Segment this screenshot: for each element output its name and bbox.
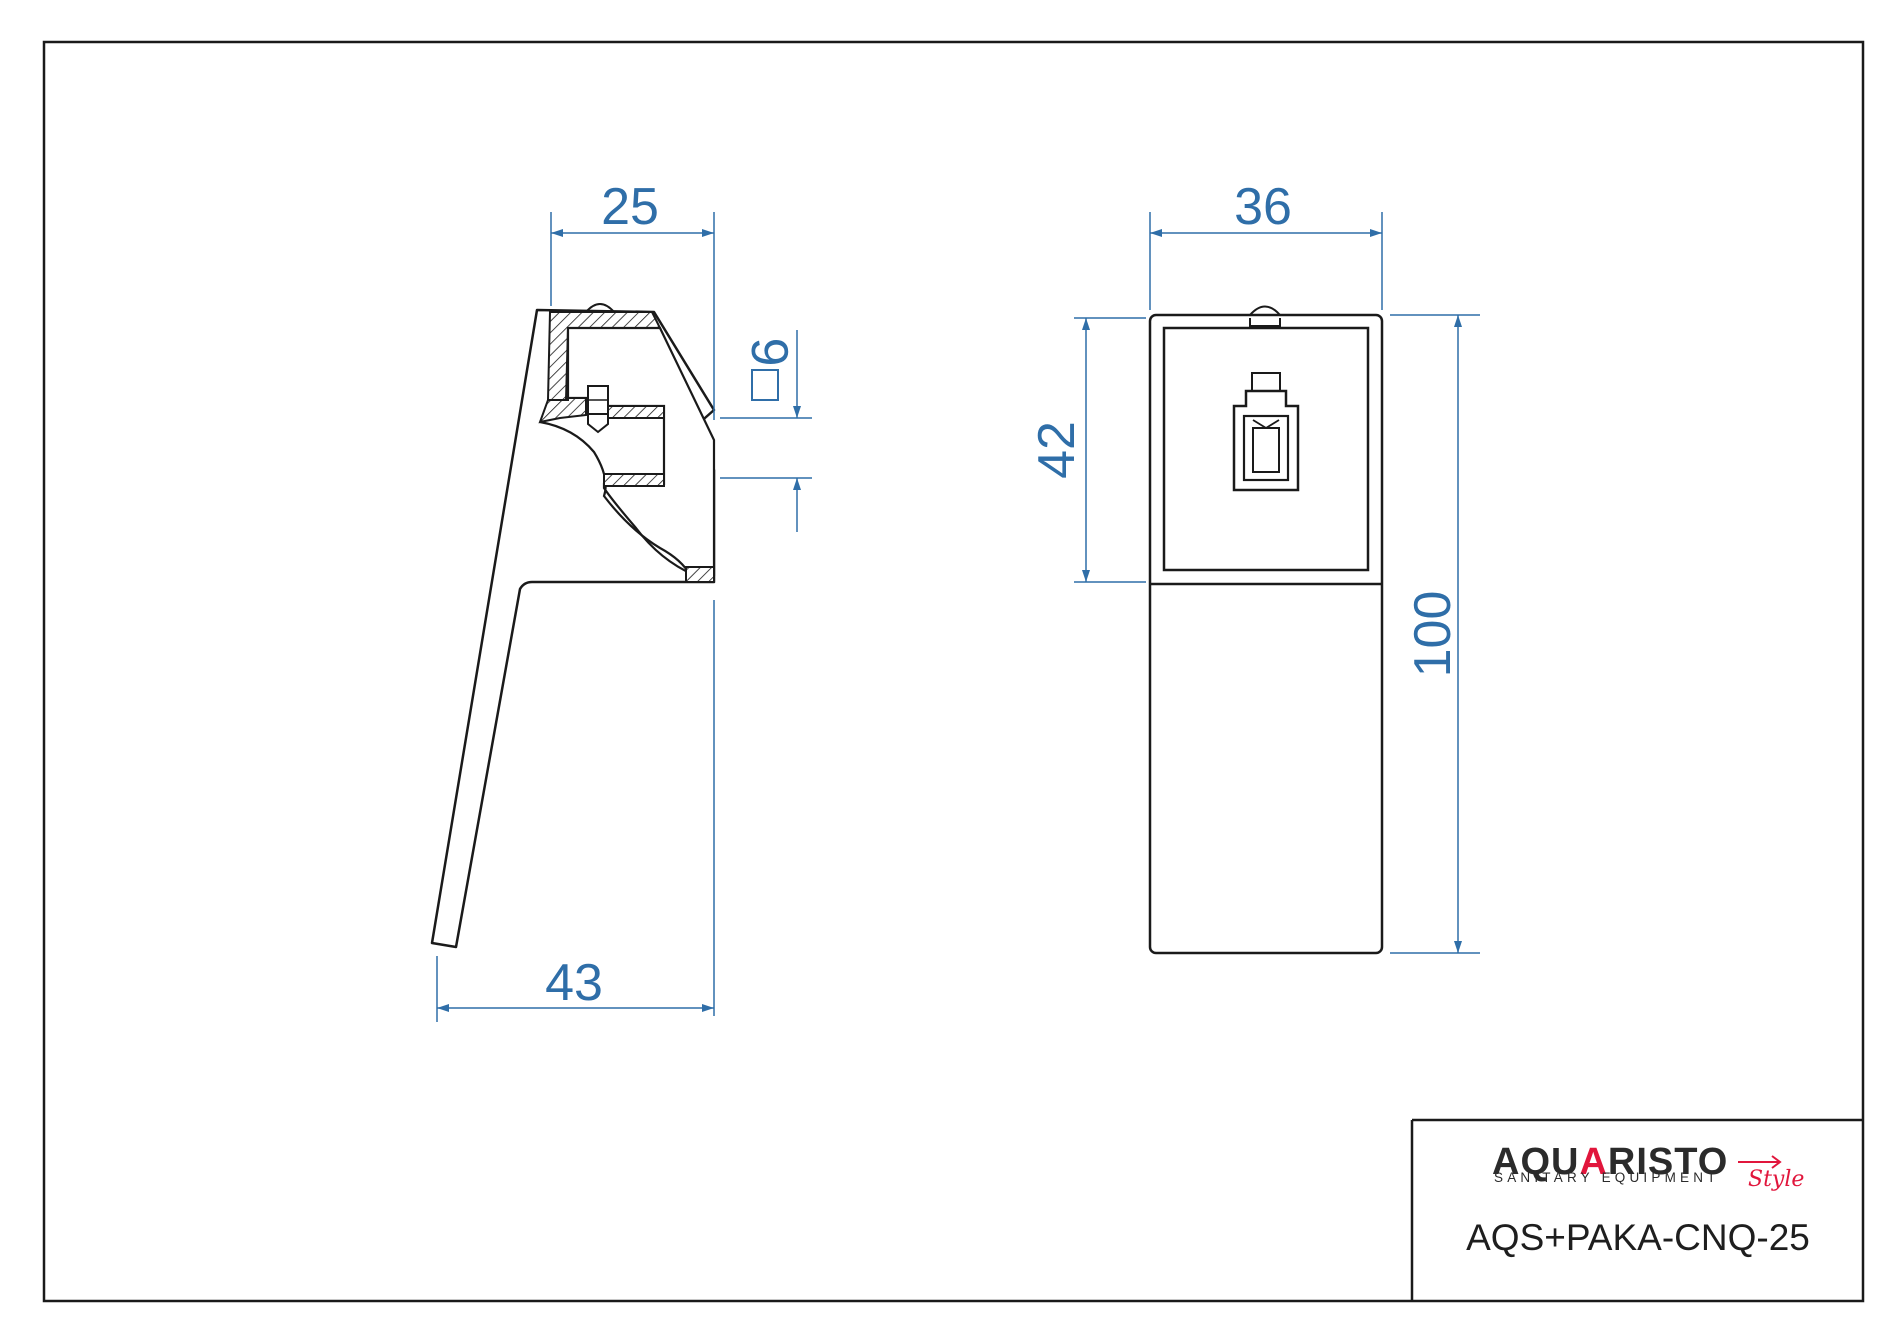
- logo-subtitle: SANITARY EQUIPMENT: [1494, 1170, 1720, 1185]
- dimension-36: 36: [1149, 178, 1383, 310]
- set-screw: [587, 385, 609, 434]
- top-screw-cap: [1249, 305, 1281, 316]
- side-view: [430, 303, 716, 949]
- sleeve-lower-hatch: [603, 473, 665, 487]
- top-screw: [1249, 318, 1281, 327]
- square-symbol: [751, 369, 779, 401]
- inner-cavity: [566, 326, 716, 577]
- logo-arrow-icon: [1738, 1155, 1782, 1169]
- dimension-36-label: 36: [1234, 178, 1292, 236]
- curved-contour: [539, 420, 691, 576]
- logo-prefix: AQU: [1492, 1141, 1579, 1183]
- sheet-border: [42, 40, 1865, 1303]
- dimension-25: 25: [550, 178, 715, 420]
- bottom-hatch-strip: [685, 566, 715, 583]
- sleeve-upper-hatch: [603, 405, 665, 419]
- logo-suffix: RISTO: [1608, 1141, 1728, 1183]
- title-block: AQUARISTO SANITARY EQUIPMENT Style AQS+P…: [1410, 1118, 1863, 1301]
- dimension-42: 42: [1028, 317, 1146, 583]
- dimension-100-label: 100: [1404, 591, 1462, 678]
- logo-accent-letter: A: [1579, 1141, 1607, 1183]
- brand-logo: AQUARISTO SANITARY EQUIPMENT Style: [1492, 1141, 1804, 1192]
- dimension-43: 43: [436, 600, 715, 1022]
- dimension-square-9: 9: [720, 330, 812, 532]
- svg-text:AQUARISTO: AQUARISTO: [1492, 1141, 1728, 1183]
- dimension-43-label: 43: [545, 954, 603, 1012]
- handle-body: [1148, 313, 1384, 955]
- square-socket: [1232, 372, 1300, 492]
- left-flange-hatch: [538, 397, 587, 424]
- logo-script: Style: [1748, 1167, 1804, 1192]
- upper-panel: [1162, 326, 1370, 572]
- front-view: [1148, 305, 1384, 955]
- dimension-100: 100: [1390, 314, 1480, 954]
- dimension-25-label: 25: [601, 178, 659, 236]
- product-code: AQS+PAKA-CNQ-25: [1466, 1217, 1810, 1258]
- dimension-42-label: 42: [1028, 421, 1086, 479]
- top-bump: [585, 303, 615, 313]
- dimension-9-label: 9: [740, 338, 798, 367]
